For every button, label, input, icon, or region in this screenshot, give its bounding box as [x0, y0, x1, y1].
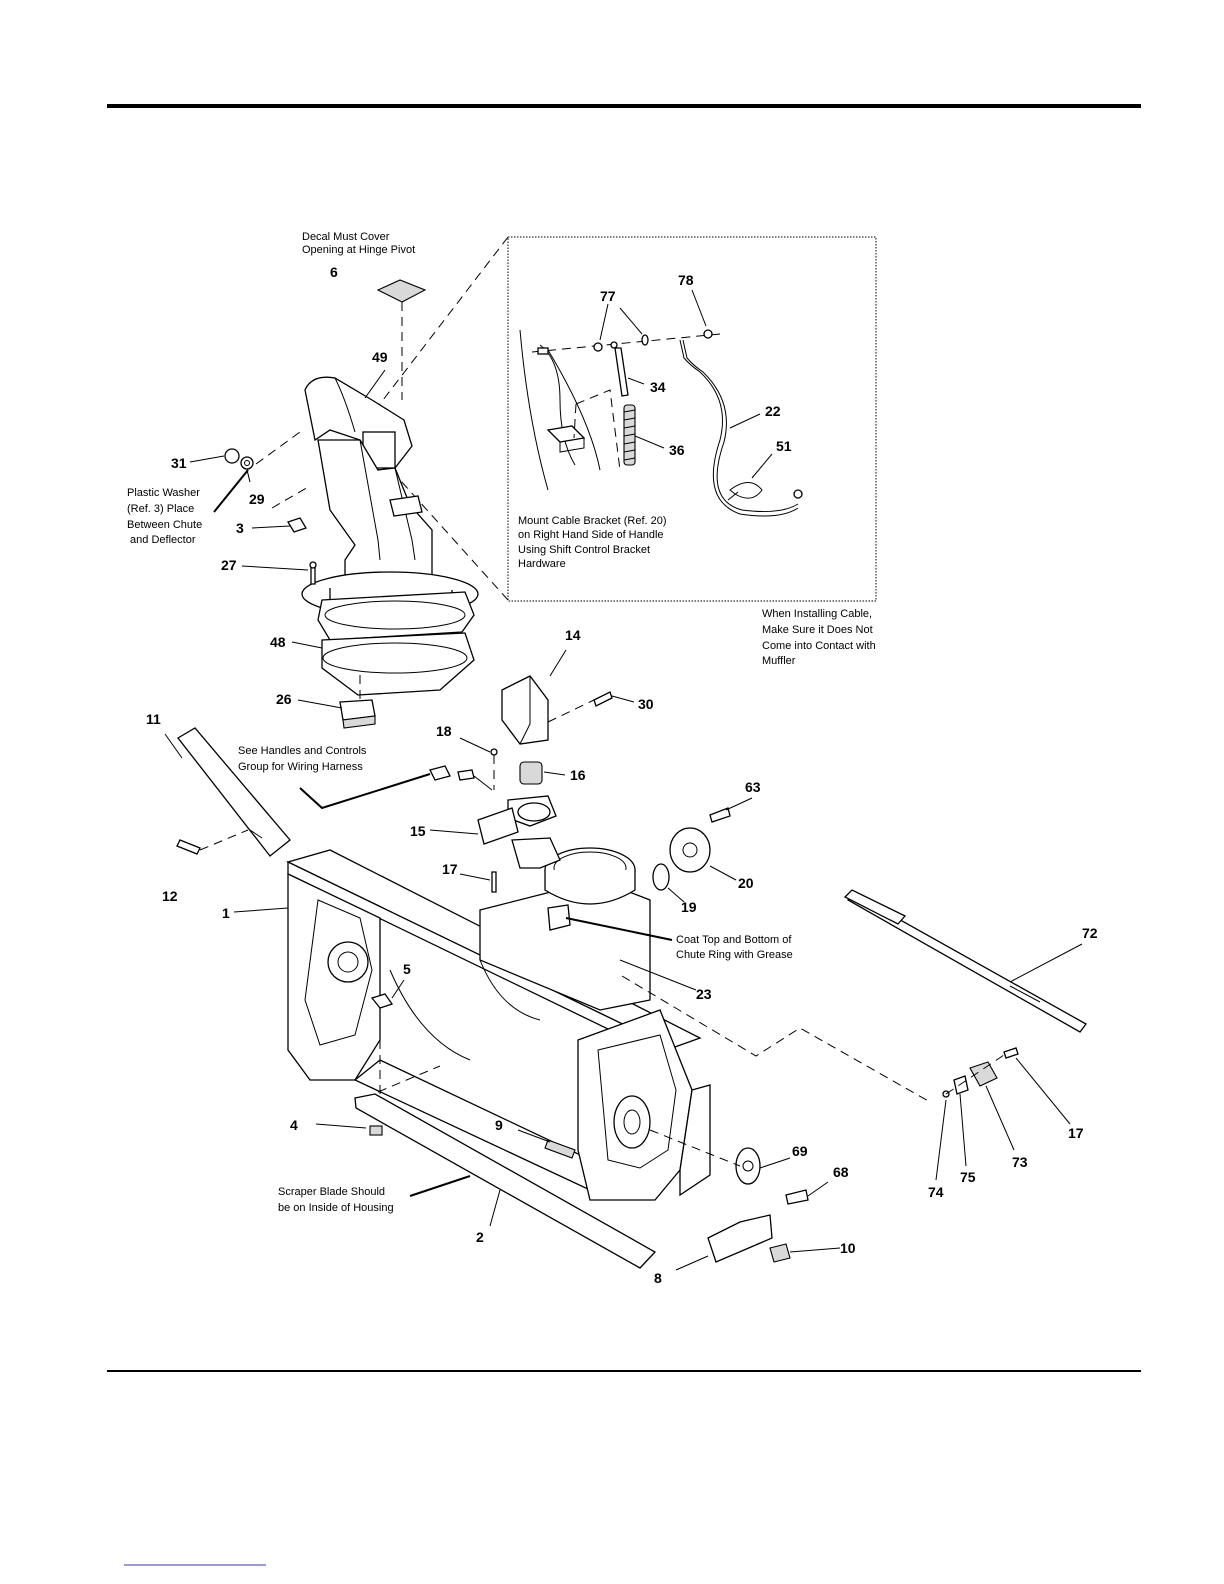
callout-31: 31 [171, 455, 187, 471]
callout-27: 27 [221, 557, 237, 573]
callout-78: 78 [678, 272, 694, 288]
note-bracket-2: on Right Hand Side of Handle [518, 529, 664, 541]
note-washer-3: Between Chute [127, 519, 202, 531]
cable-inset [507, 236, 877, 602]
gear-part [519, 761, 543, 785]
callout-9: 9 [495, 1117, 503, 1133]
callout-72: 72 [1082, 925, 1098, 941]
callout-69: 69 [792, 1143, 808, 1159]
note-handles-1: See Handles and Controls [238, 745, 367, 757]
skid-shoe-part [707, 1214, 773, 1263]
callout-14: 14 [565, 627, 581, 643]
callout-5: 5 [403, 961, 411, 977]
bottom-rule [107, 1370, 1141, 1372]
callout-16: 16 [570, 767, 586, 783]
callout-4: 4 [290, 1117, 298, 1133]
callout-36: 36 [669, 442, 685, 458]
note-grease-2: Chute Ring with Grease [676, 949, 793, 961]
callout-6: 6 [330, 264, 338, 280]
callout-77: 77 [600, 288, 616, 304]
drift-cutter-part [177, 727, 291, 857]
callout-68: 68 [833, 1164, 849, 1180]
callout-23: 23 [696, 986, 712, 1002]
note-washer-1: Plastic Washer [127, 487, 200, 499]
callout-17b: 17 [1068, 1125, 1084, 1141]
callout-10: 10 [840, 1240, 856, 1256]
callout-numbers: 6 49 31 29 3 27 48 26 11 12 1 5 4 9 2 8 … [146, 264, 1098, 1286]
callout-63: 63 [745, 779, 761, 795]
callout-3: 3 [236, 520, 244, 536]
callout-49: 49 [372, 349, 388, 365]
leader-lines [164, 289, 1083, 1271]
callout-17: 17 [442, 861, 458, 877]
auger-housing [286, 837, 711, 1201]
callout-20: 20 [738, 875, 754, 891]
callout-73: 73 [1012, 1154, 1028, 1170]
note-grease-1: Coat Top and Bottom of [676, 934, 792, 946]
chute-assembly [224, 279, 479, 729]
annotation-notes: Decal Must Cover Opening at Hinge Pivot … [127, 231, 876, 1214]
callout-74: 74 [928, 1184, 944, 1200]
callout-12: 12 [162, 888, 178, 904]
callout-26: 26 [276, 691, 292, 707]
callout-75: 75 [960, 1169, 976, 1185]
callout-18: 18 [436, 723, 452, 739]
callout-8: 8 [654, 1270, 662, 1286]
callout-1: 1 [222, 905, 230, 921]
note-cable-2: Make Sure it Does Not [762, 624, 873, 636]
callout-15: 15 [410, 823, 426, 839]
note-cable-3: Come into Contact with [762, 640, 876, 652]
note-bracket-4: Hardware [518, 558, 566, 570]
note-cable-1: When Installing Cable, [762, 608, 872, 620]
callout-34: 34 [650, 379, 666, 395]
callout-29: 29 [249, 491, 265, 507]
callout-30: 30 [638, 696, 654, 712]
callout-51: 51 [776, 438, 792, 454]
callout-19: 19 [681, 899, 697, 915]
callout-11: 11 [146, 711, 161, 727]
note-washer-4: and Deflector [127, 534, 196, 546]
callout-48: 48 [270, 634, 286, 650]
callout-2: 2 [476, 1229, 484, 1245]
decal-part [376, 279, 427, 303]
note-scraper-1: Scraper Blade Should [278, 1186, 385, 1198]
note-bracket-3: Using Shift Control Bracket [518, 544, 650, 556]
note-decal-1: Decal Must Cover [302, 231, 390, 243]
note-bracket-1: Mount Cable Bracket (Ref. 20) [518, 515, 667, 527]
callout-22: 22 [765, 403, 781, 419]
note-washer-2: (Ref. 3) Place [127, 503, 194, 515]
top-rule [107, 104, 1141, 108]
note-scraper-2: be on Inside of Housing [278, 1202, 394, 1214]
scraper-blade-part [354, 1093, 657, 1269]
note-handles-2: Group for Wiring Harness [238, 761, 363, 773]
note-cable-4: Muffler [762, 655, 796, 667]
note-decal-2: Opening at Hinge Pivot [302, 244, 415, 256]
pulley-part [969, 1061, 998, 1087]
